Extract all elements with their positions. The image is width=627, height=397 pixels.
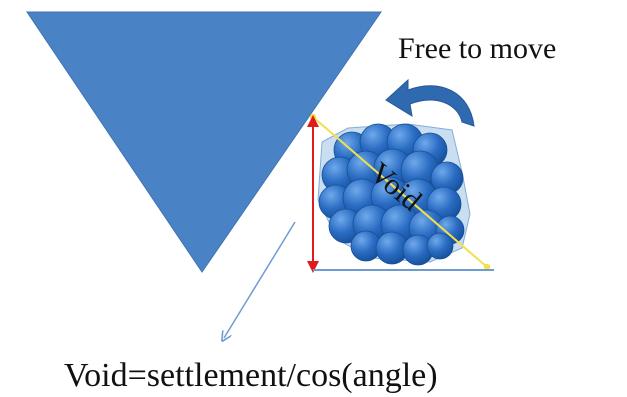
thin-diagonal-arrow-icon bbox=[224, 221, 296, 338]
curved-rotation-arrow-icon bbox=[385, 78, 475, 127]
diagonal-line bbox=[309, 113, 491, 271]
inverted-triangle-shape bbox=[26, 11, 382, 273]
particle-sphere bbox=[426, 232, 454, 260]
formula-caption: Void=settlement/cos(angle) bbox=[64, 357, 438, 394]
free-to-move-label: Free to move bbox=[398, 32, 556, 65]
